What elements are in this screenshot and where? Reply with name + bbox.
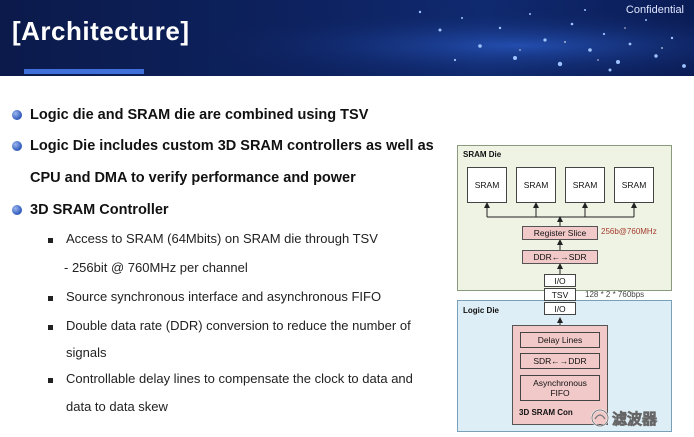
starfield-decoration — [0, 0, 694, 76]
register-slice-block: Register Slice — [522, 226, 598, 240]
bullet-dot-icon — [12, 141, 22, 151]
bullet-dot-icon — [12, 110, 22, 120]
sub-bullet-1: Access to SRAM (64Mbits) on SRAM die thr… — [66, 231, 378, 246]
title-banner: [Architecture] Confidential — [0, 0, 694, 76]
sram-block-4: SRAM — [614, 167, 654, 203]
sub-bullet-3: Double data rate (DDR) conversion to red… — [66, 318, 411, 333]
page-title: [Architecture] — [12, 16, 190, 46]
io-top-block: I/O — [544, 274, 576, 287]
architecture-diagram: SRAM Die Logic Die SRAM SRAM SRAM SRAM — [455, 140, 675, 432]
io-bottom-block: I/O — [544, 302, 576, 315]
tsv-block: TSV — [544, 288, 576, 301]
async-fifo-block: Asynchronous FIFO — [520, 375, 600, 401]
sub-bullet-4-cont: data to data skew — [66, 399, 168, 414]
sdr-ddr-block: SDR←→DDR — [520, 353, 600, 369]
register-note: 256b@760MHz — [601, 227, 657, 236]
delay-lines-block: Delay Lines — [520, 332, 600, 348]
sub-bullet-3-cont: signals — [66, 345, 107, 360]
bullet-text: 3D SRAM Controller — [30, 202, 169, 218]
square-bullet-icon — [48, 296, 53, 301]
bullet-text: Logic Die includes custom 3D SRAM contro… — [30, 138, 434, 154]
sram-block-2: SRAM — [516, 167, 556, 203]
sram-block-3: SRAM — [565, 167, 605, 203]
confidential-label: Confidential — [625, 4, 684, 16]
logic-die-label: Logic Die — [463, 306, 500, 315]
tsv-note: 128 * 2 * 760bps — [585, 290, 645, 299]
sram-block-1: SRAM — [467, 167, 507, 203]
watermark: 滤波器 — [590, 406, 690, 430]
bullet-text: Logic die and SRAM die are combined usin… — [30, 107, 369, 123]
square-bullet-icon — [48, 238, 53, 243]
bullet-text: CPU and DMA to verify performance and po… — [30, 170, 356, 186]
sub-bullet-1-cont: - 256bit @ 760MHz per channel — [64, 260, 248, 275]
watermark-logo-icon — [591, 409, 609, 427]
square-bullet-icon — [48, 325, 53, 330]
square-bullet-icon — [48, 378, 53, 383]
watermark-text: 滤波器 — [612, 410, 658, 429]
controller-label: 3D SRAM Con — [519, 408, 573, 417]
sram-die-label: SRAM Die — [463, 150, 502, 159]
bullet-dot-icon — [12, 205, 22, 215]
ddr-sdr-block: DDR←→SDR — [522, 250, 598, 264]
sub-bullet-2: Source synchronous interface and asynchr… — [66, 289, 382, 304]
sub-bullet-4: Controllable delay lines to compensate t… — [66, 371, 413, 386]
title-underline — [24, 69, 144, 74]
